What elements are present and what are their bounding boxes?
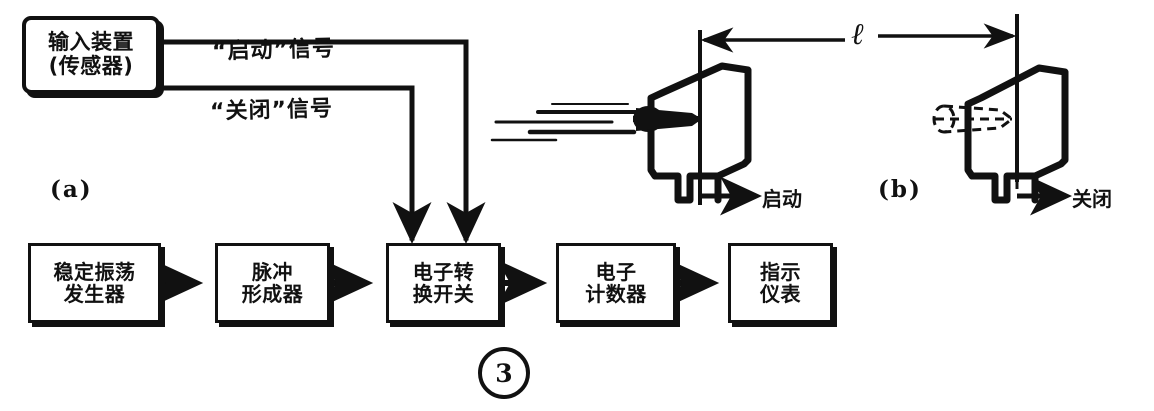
block-stable-oscillator[interactable]: 稳定振荡 发生器: [28, 243, 161, 323]
block-electronic-counter-line2: 计数器: [585, 282, 647, 306]
start-signal-wire: [154, 39, 486, 245]
block-electronic-counter[interactable]: 电子 计数器: [556, 243, 676, 323]
projectile-motion-trails: [490, 103, 638, 142]
figure-number-text: 3: [495, 358, 513, 388]
start-signal-label: “启动”信号: [211, 36, 336, 65]
input-device-line1: 输入装置: [48, 30, 134, 55]
block-pulse-former-line2: 形成器: [241, 282, 304, 306]
input-device-block[interactable]: 输入装置 (传感器): [22, 16, 160, 94]
block-stable-oscillator-line2: 发生器: [63, 282, 126, 306]
block-pulse-former-line1: 脉冲: [252, 259, 293, 284]
block-indicator-instrument[interactable]: 指示 仪表: [728, 243, 833, 323]
projectile-solid: [633, 106, 702, 132]
block-electronic-switch-line2: 换开关: [412, 282, 475, 306]
block-indicator-instrument-line2: 仪表: [760, 282, 801, 306]
block-indicator-instrument-line1: 指示: [760, 259, 801, 284]
input-device-line2: (传感器): [48, 54, 134, 78]
stop-signal-wire: [154, 85, 432, 245]
target-a-trigger-label: 启动: [762, 187, 802, 211]
projectile-dashed: [932, 104, 1015, 134]
target-b-trigger-label: 关闭: [1072, 187, 1112, 211]
block-electronic-counter-line1: 电子: [595, 259, 637, 284]
block-electronic-switch[interactable]: 电子转 换开关: [386, 243, 501, 323]
panel-b-label: (b): [878, 176, 922, 203]
stop-signal-label: “关闭”信号: [209, 96, 334, 125]
distance-symbol-label: ℓ: [851, 17, 864, 52]
block-electronic-switch-line1: 电子转: [412, 259, 475, 284]
figure-number-badge: 3: [478, 347, 530, 399]
block-pulse-former[interactable]: 脉冲 形成器: [215, 243, 330, 323]
block-stable-oscillator-line1: 稳定振荡: [53, 259, 136, 284]
panel-a-label: (a): [50, 176, 93, 203]
